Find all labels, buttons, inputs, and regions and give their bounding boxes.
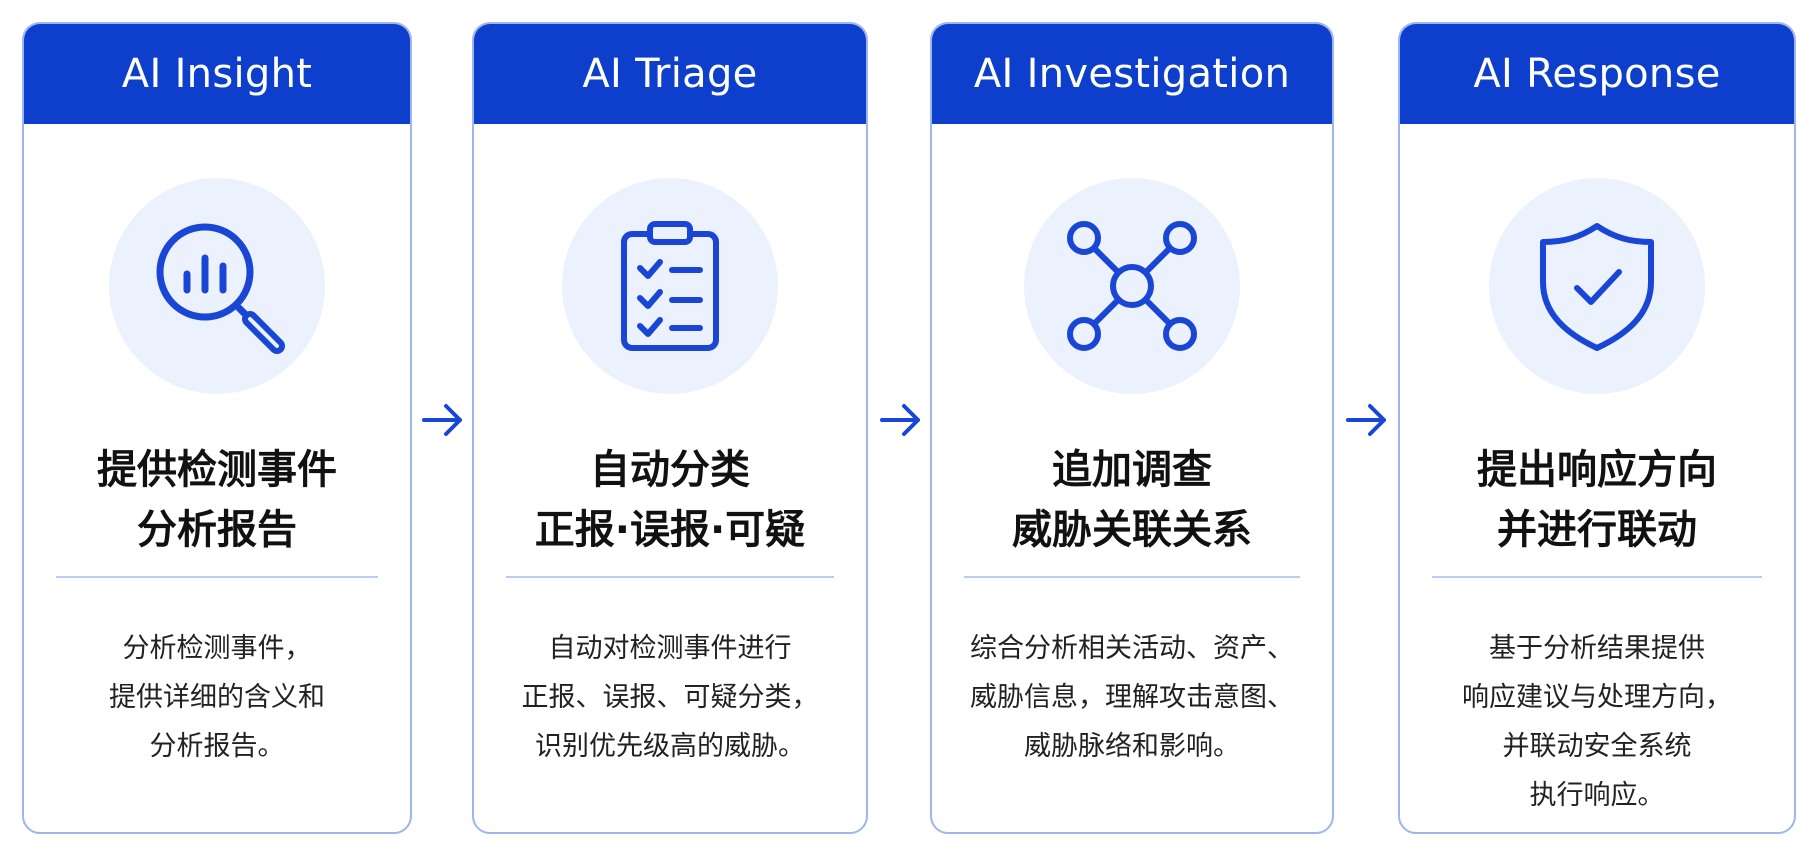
card-title-line: 并进行联动 [1497, 507, 1697, 553]
card-desc-line: 响应建议与处理方向， [1462, 682, 1732, 713]
card-title: 提供检测事件 分析报告 [24, 440, 410, 560]
card-ai-insight: AI Insight 提供检测事件 分析报告 分析检测事件， 提供详细的含义和 … [22, 22, 412, 834]
card-desc-line: 分析报告。 [149, 731, 285, 762]
icon-circle [1489, 178, 1705, 394]
card-description: 综合分析相关活动、资产、 威胁信息，理解攻击意图、 威胁脉络和影响。 [932, 624, 1332, 771]
card-title-line: 威胁关联关系 [1012, 507, 1252, 553]
shield-check-icon [1540, 223, 1654, 351]
card-title-line: 提出响应方向 [1477, 447, 1717, 493]
icon-circle [1024, 178, 1240, 394]
card-desc-line: 威胁脉络和影响。 [1024, 731, 1240, 762]
magnifier-chart-icon [156, 223, 285, 354]
card-desc-line: 执行响应。 [1529, 780, 1665, 811]
card-header: AI Response [1400, 24, 1794, 124]
card-header: AI Triage [474, 24, 866, 124]
card-ai-triage: AI Triage 自动分类 正报·误报·可疑 自动对检测事件进行 正报、误报、… [472, 22, 868, 834]
card-desc-line: 并联动安全系统 [1502, 731, 1692, 762]
card-header: AI Insight [24, 24, 410, 124]
card-description: 分析检测事件， 提供详细的含义和 分析报告。 [24, 624, 410, 771]
card-description: 基于分析结果提供 响应建议与处理方向， 并联动安全系统 执行响应。 [1400, 624, 1794, 820]
card-desc-line: 提供详细的含义和 [109, 682, 325, 713]
card-title-line: 提供检测事件 [97, 447, 337, 493]
clipboard-checklist-icon [621, 221, 719, 351]
card-desc-line: 基于分析结果提供 [1489, 633, 1705, 664]
network-nodes-icon [1067, 221, 1197, 351]
card-title-line: 分析报告 [137, 507, 297, 553]
card-title-line: 自动分类 [590, 447, 750, 493]
divider [56, 576, 378, 578]
card-desc-line: 正报、误报、可疑分类， [521, 682, 819, 713]
card-title-line: 追加调查 [1052, 447, 1212, 493]
arrow-right-icon [1346, 404, 1386, 436]
card-title: 自动分类 正报·误报·可疑 [474, 440, 866, 560]
card-title: 追加调查 威胁关联关系 [932, 440, 1332, 560]
card-title: 提出响应方向 并进行联动 [1400, 440, 1794, 560]
card-desc-line: 识别优先级高的威胁。 [535, 731, 805, 762]
card-ai-response: AI Response 提出响应方向 并进行联动 基于分析结果提供 响应建议与处… [1398, 22, 1796, 834]
card-description: 自动对检测事件进行 正报、误报、可疑分类， 识别优先级高的威胁。 [474, 624, 866, 771]
card-desc-line: 威胁信息，理解攻击意图、 [970, 682, 1294, 713]
card-header: AI Investigation [932, 24, 1332, 124]
divider [506, 576, 834, 578]
card-desc-line: 自动对检测事件进行 [548, 633, 792, 664]
card-ai-investigation: AI Investigation 追加调查 威胁关联关系 综合分析相关活动、资产… [930, 22, 1334, 834]
card-title-line: 正报·误报·可疑 [534, 507, 806, 553]
card-desc-line: 综合分析相关活动、资产、 [970, 633, 1294, 664]
card-desc-line: 分析检测事件， [122, 633, 312, 664]
icon-circle [562, 178, 778, 394]
divider [1432, 576, 1762, 578]
arrow-right-icon [422, 404, 462, 436]
icon-circle [109, 178, 325, 394]
arrow-right-icon [880, 404, 920, 436]
divider [964, 576, 1300, 578]
